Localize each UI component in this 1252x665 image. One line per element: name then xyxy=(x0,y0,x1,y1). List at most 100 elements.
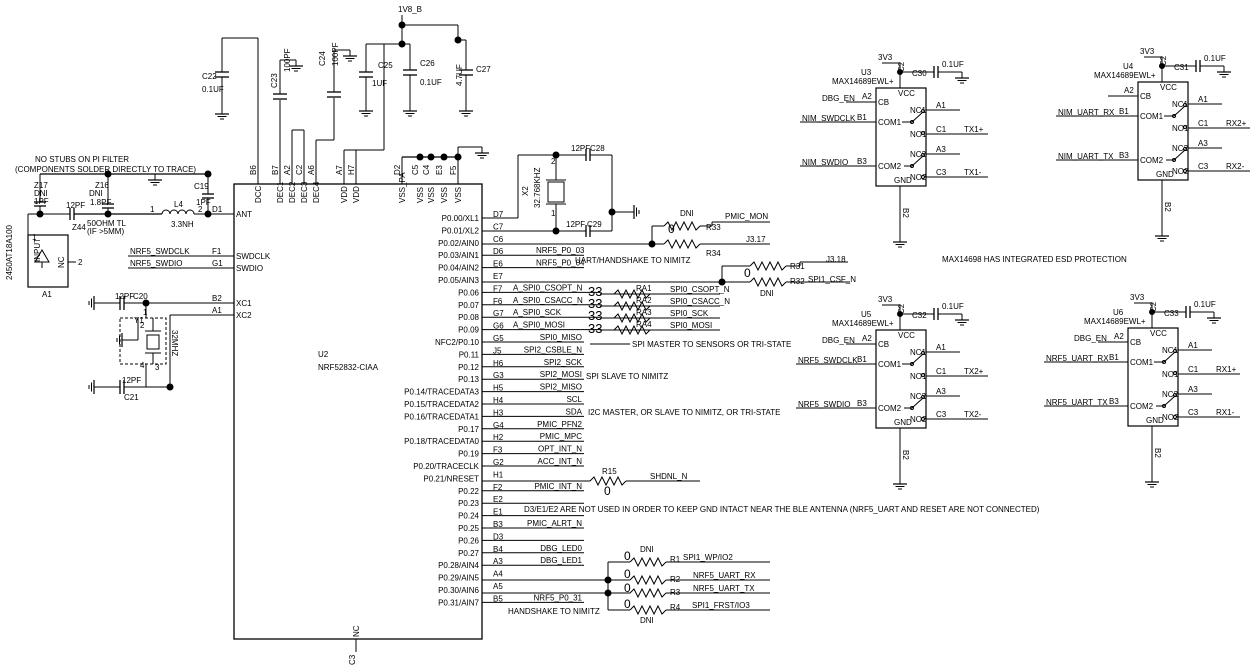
switch-nc1-label: NC1 xyxy=(910,348,927,357)
u2-right-pin-name: P0.04/AIN2 xyxy=(438,264,479,273)
switch-nc2-label: NC2 xyxy=(1162,390,1179,399)
z17-v2: 1PF xyxy=(34,197,49,206)
u2-left-pin-name: ANT xyxy=(236,210,252,219)
c29-ref: C29 xyxy=(587,220,602,229)
j318: J3.18 xyxy=(826,255,846,264)
d3-note: D3/E1/E2 ARE NOT USED IN ORDER TO KEEP G… xyxy=(524,505,1040,514)
switch-com2-label: COM2 xyxy=(1140,156,1164,165)
switch-nc1-label: NC1 xyxy=(1162,346,1179,355)
x2-p2: 2 xyxy=(551,157,556,166)
switch-no1-label: NO1 xyxy=(1172,124,1189,133)
switch-out2-net: RX1- xyxy=(1216,408,1235,417)
nrf5-uart-rx-net: NRF5_UART_RX xyxy=(693,571,756,580)
u2-top-pin-num: A6 xyxy=(307,165,316,175)
switch-c2-pin: C2 xyxy=(897,303,906,314)
switch-vcc-label: VCC xyxy=(898,89,915,98)
u2-top-pin-num: D2 xyxy=(393,164,402,175)
nrf5-uart-tx-net: NRF5_UART_TX xyxy=(693,584,755,593)
switch-nc1-pin: A1 xyxy=(1188,341,1198,350)
switch-cap-val: 0.1UF xyxy=(1204,54,1226,63)
r1-dni: DNI xyxy=(640,545,654,554)
switch-part: MAX14689EWL+ xyxy=(832,319,894,328)
switch-gnd-label: GND xyxy=(1156,170,1174,179)
u2-right-pin-name: P0.13 xyxy=(458,375,479,384)
c20-val: 12PF xyxy=(115,292,134,301)
c28-val: 12PF xyxy=(571,144,590,153)
switch-in2-net: NRF5_SWDIO xyxy=(798,400,850,409)
switch-com2-pin: B3 xyxy=(857,399,867,408)
switch-com1-label: COM1 xyxy=(1140,112,1164,121)
u2-right-pin-num: F2 xyxy=(493,483,503,492)
switch-no2-label: NO2 xyxy=(1162,413,1179,422)
c28-ref: C28 xyxy=(590,144,605,153)
switch-gnd-label: GND xyxy=(894,418,912,427)
c23-ref: C23 xyxy=(270,73,279,88)
r2-ref: R2 xyxy=(670,575,681,584)
switch-vcc-label: VCC xyxy=(1160,83,1177,92)
nrf5-swdio: NRF5_SWDIO xyxy=(130,259,182,268)
c27-ref: C27 xyxy=(476,65,491,74)
switch-com1-pin: B1 xyxy=(1109,353,1119,362)
u2-right-net: SPI2_MOSI xyxy=(540,370,582,379)
switch-com2-label: COM2 xyxy=(878,162,902,171)
u2-right-pin-name: P0.07 xyxy=(458,301,479,310)
u2-top-pin-name: VDD xyxy=(340,186,349,203)
u2-top-pin-num: A7 xyxy=(335,165,344,175)
switch-gnd-label: GND xyxy=(894,176,912,185)
c21-val: 12PF xyxy=(122,376,141,385)
xtal-32mhz: 12PF C20 12PF C21 Y1 1 2 3 4 32MHZ xyxy=(88,292,234,402)
switch-in2-net: NIM_SWDIO xyxy=(802,158,848,167)
switch-cap-ref: C30 xyxy=(912,69,927,78)
u2-right-net: SPI2_CSBLE_N xyxy=(524,345,582,354)
ra1-val: 33 xyxy=(588,284,602,299)
u2-right-pin-name: P0.15/TRACEDATA2 xyxy=(404,400,479,409)
u2-right-net: A_SPI0_CSACC_N xyxy=(513,296,583,305)
c22-val: 0.1UF xyxy=(202,85,224,94)
rail-1v8b: 1V8_B xyxy=(398,5,422,14)
u2-right-pin-name: P0.12 xyxy=(458,363,479,372)
c25-val: 1UF xyxy=(372,79,387,88)
spi1-csf: SPI1_CSF_N xyxy=(808,275,856,284)
u2-right-pin-num: H2 xyxy=(493,433,504,442)
c26-val: 0.1UF xyxy=(420,78,442,87)
z44: Z44 xyxy=(72,223,86,232)
switch-com2-pin: B3 xyxy=(857,157,867,166)
u2-left-pin-num: G1 xyxy=(212,259,223,268)
switch-no2-pin: C3 xyxy=(936,410,947,419)
switch-cb-pin: A2 xyxy=(862,334,872,343)
c29-val: 12PF xyxy=(566,220,585,229)
swd-nets: NRF5_SWDCLK NRF5_SWDIO xyxy=(128,247,234,269)
switch-out1-net: TX2+ xyxy=(964,367,984,376)
u2-right-net: NRF5_P0_31 xyxy=(534,593,583,602)
ant-ref: A1 xyxy=(42,290,52,299)
switch-ref: U3 xyxy=(861,68,872,77)
u2-right-pin-num: G7 xyxy=(493,309,504,318)
switch-no1-label: NO1 xyxy=(910,372,927,381)
u2-right-pin-name: P0.16/TRACEDATA1 xyxy=(404,412,479,421)
ra3-ref: RA3 xyxy=(636,308,652,317)
u2-right-net: DBG_LED0 xyxy=(540,544,582,553)
switch-gnd-pin: B2 xyxy=(901,450,910,460)
vss-ground-net xyxy=(401,146,490,184)
switch-cb-label: CB xyxy=(878,98,889,107)
switch-cap-ref: C32 xyxy=(912,311,927,320)
switch-u3: U3MAX14689EWL+3V3C2VCCC300.1UFCBA2DBG_EN… xyxy=(800,53,988,248)
switch-nc1-pin: A1 xyxy=(1198,95,1208,104)
spi0-mosi: SPI0_MOSI xyxy=(670,321,712,330)
z16-v2: 1.8PF xyxy=(90,198,111,207)
ra3-val: 33 xyxy=(588,308,602,323)
switch-out1-net: TX1+ xyxy=(964,125,984,134)
switch-ref: U6 xyxy=(1113,308,1124,317)
switch-nc2-label: NC2 xyxy=(910,150,927,159)
tl-2: (IF >5MM) xyxy=(87,227,124,236)
switch-en-net: DBG_EN xyxy=(822,336,855,345)
u2-right-pin-num: F7 xyxy=(493,284,503,293)
u2-right-net: SPI2_MISO xyxy=(540,383,582,392)
u2-right-pin-num: A5 xyxy=(493,582,503,591)
u2-right-pin-name: P0.21/NRESET xyxy=(423,474,479,483)
y1-p2: 2 xyxy=(140,321,145,330)
c24-ref: C24 xyxy=(318,51,327,66)
u2-right-pin-num: G2 xyxy=(493,458,504,467)
u2-right-pin-num: D7 xyxy=(493,210,504,219)
